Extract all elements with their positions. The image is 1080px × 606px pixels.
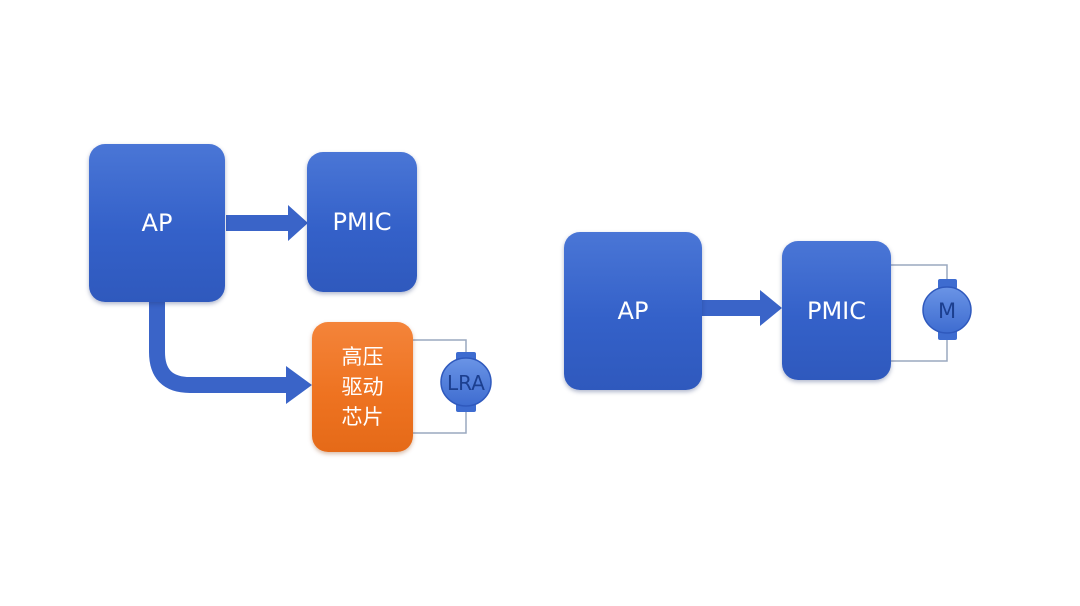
arrow-ap-to-pmic-right [700, 290, 782, 326]
driver-chip-line-2: 驱动 [341, 375, 384, 399]
right-pmic-block: PMIC [782, 241, 891, 380]
right-ap-block: AP [564, 232, 702, 390]
m-motor-icon: M [922, 279, 972, 340]
right-pmic-label: PMIC [806, 296, 866, 325]
driver-chip-line-1: 高压 [341, 345, 384, 369]
wire-pmic-to-motor [890, 264, 948, 362]
left-pmic-block: PMIC [307, 152, 417, 292]
right-ap-label: AP [617, 297, 649, 325]
driver-chip-line-3: 芯片 [341, 405, 384, 429]
left-ap-label: AP [141, 209, 173, 237]
m-motor-label: M [938, 299, 956, 323]
lra-motor-icon: LRA [440, 352, 492, 412]
left-pmic-label: PMIC [332, 208, 392, 236]
arrow-ap-to-driver [149, 302, 312, 404]
driver-chip-block: 高压 驱动 芯片 [312, 322, 413, 452]
lra-motor-label: LRA [447, 371, 485, 395]
arrow-ap-to-pmic-left [226, 205, 308, 241]
left-ap-block: AP [89, 144, 225, 302]
